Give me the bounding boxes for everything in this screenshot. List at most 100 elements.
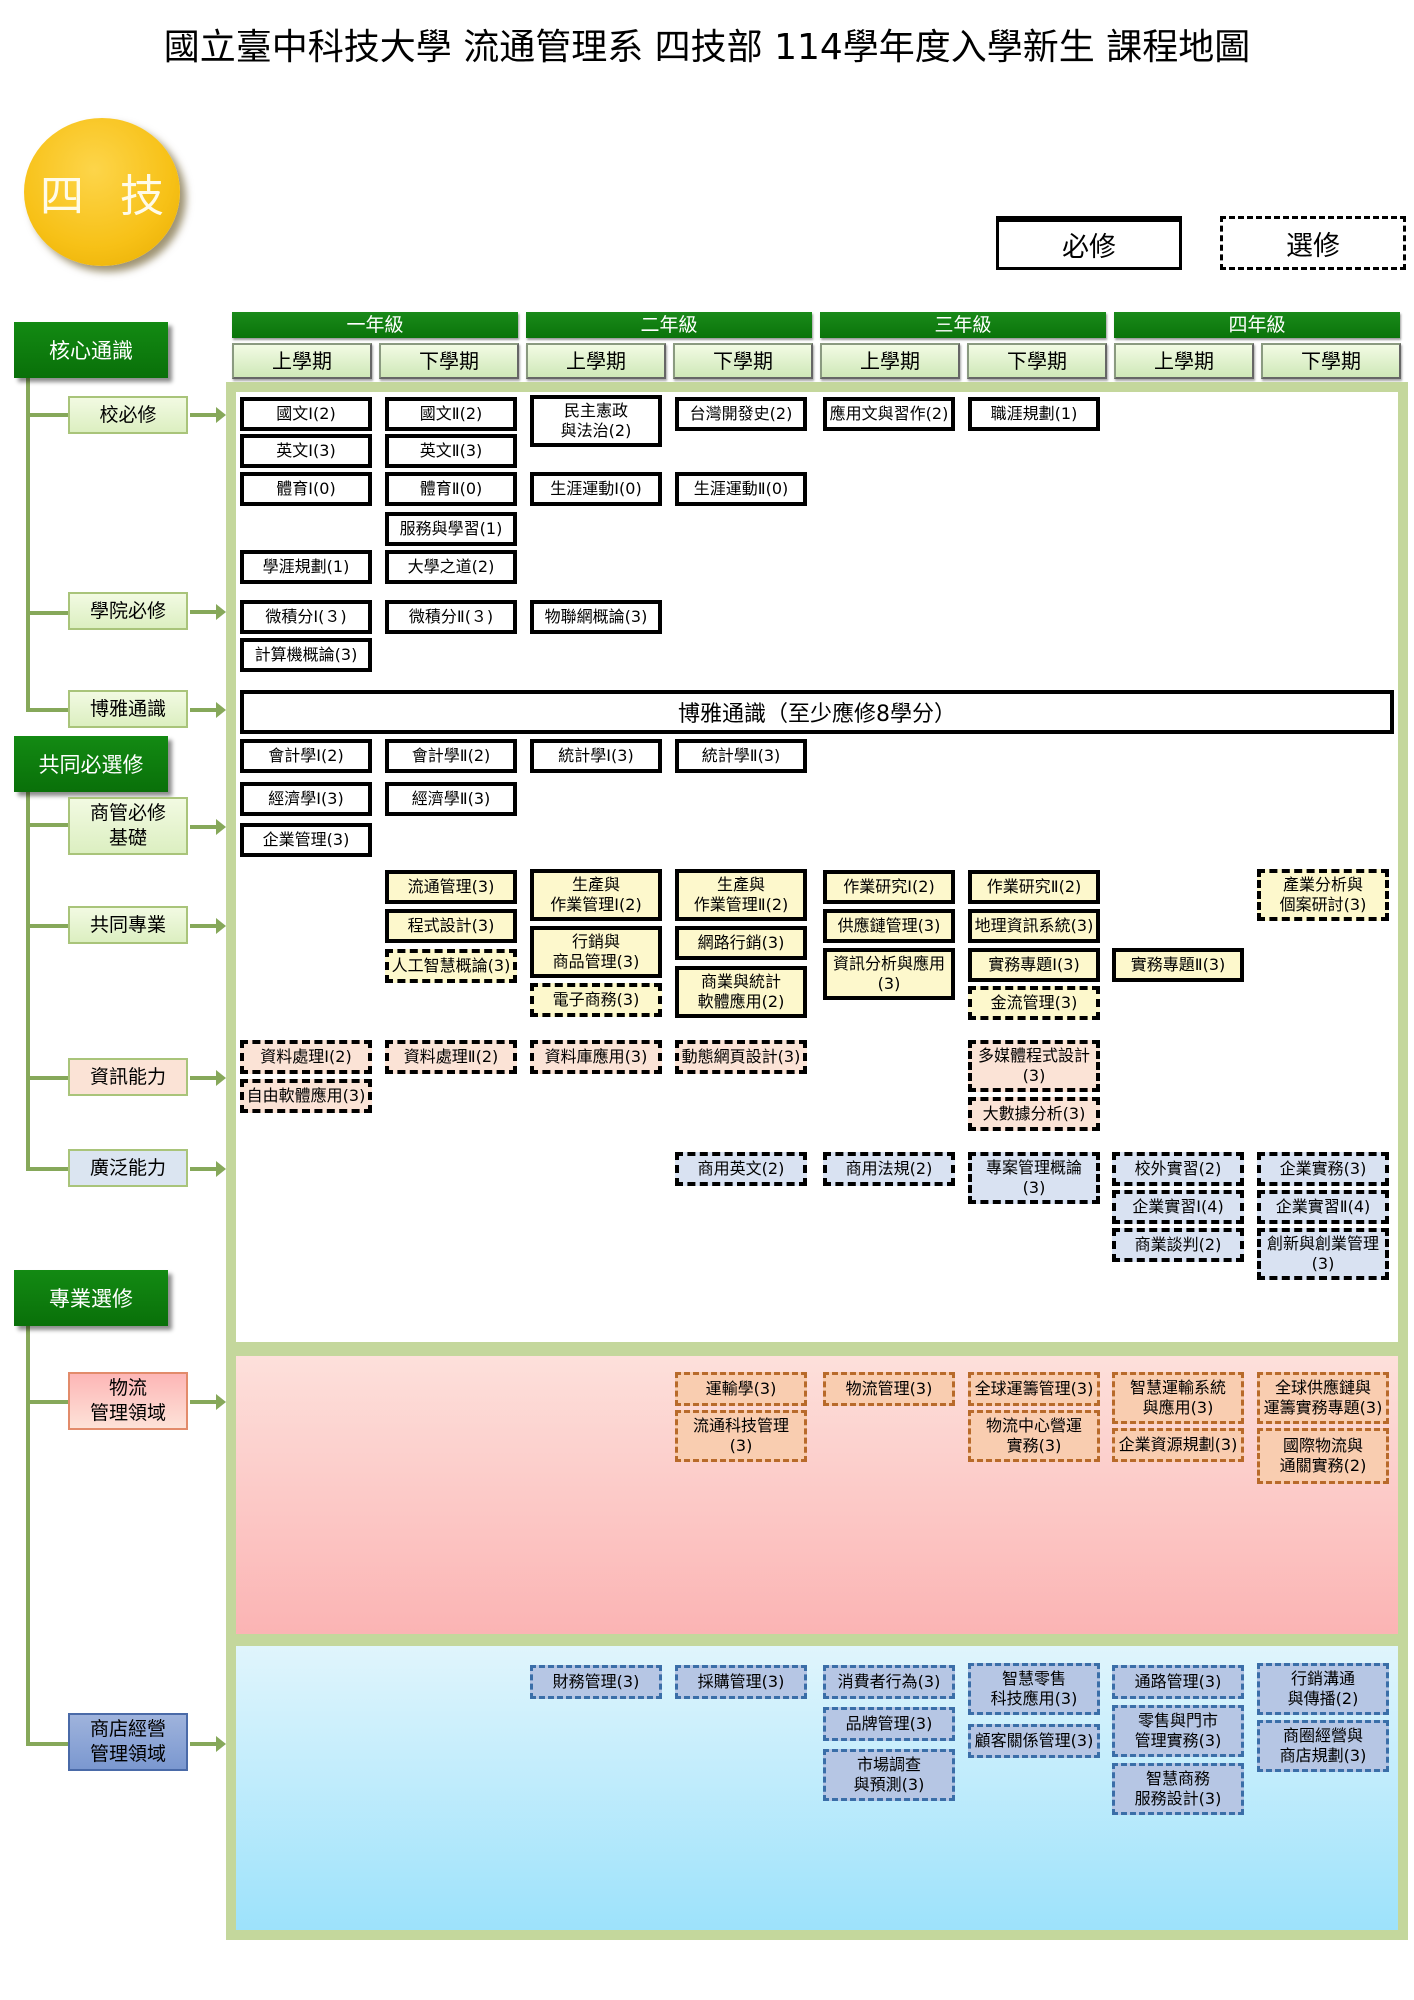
course-card-elective[interactable]: 財務管理(3) [530, 1665, 662, 1699]
course-card[interactable]: 大學之道(2) [385, 550, 517, 584]
course-card-elective[interactable]: 人工智慧概論(3) [385, 949, 517, 983]
arrow-right-icon [190, 407, 226, 423]
course-card-elective[interactable]: 採購管理(3) [675, 1665, 807, 1699]
course-card-elective[interactable]: 金流管理(3) [968, 986, 1100, 1020]
semester-header: 上學期 [232, 343, 372, 379]
course-card[interactable]: 行銷與 商品管理(3) [530, 926, 662, 978]
course-card[interactable]: 資訊分析與應用 (3) [823, 948, 955, 1000]
course-card[interactable]: 服務與學習(1) [385, 512, 517, 546]
subcategory-college-required: 學院必修 [68, 592, 188, 630]
course-card[interactable]: 會計學Ⅰ(2) [240, 739, 372, 773]
course-card[interactable]: 物聯網概論(3) [530, 600, 662, 634]
course-card[interactable]: 學涯規劃(1) [240, 550, 372, 584]
course-card[interactable]: 國文Ⅰ(2) [240, 397, 372, 431]
course-card[interactable]: 網路行銷(3) [675, 926, 807, 960]
course-card-elective[interactable]: 國際物流與 通關實務(2) [1257, 1428, 1389, 1484]
course-card[interactable]: 生產與 作業管理Ⅱ(2) [675, 869, 807, 921]
course-card[interactable]: 生涯運動Ⅰ(0) [530, 472, 662, 506]
course-card-elective[interactable]: 零售與門市 管理實務(3) [1112, 1705, 1244, 1757]
course-card[interactable]: 實務專題Ⅱ(3) [1112, 948, 1244, 982]
course-card-elective[interactable]: 物流管理(3) [823, 1372, 955, 1406]
course-card-elective[interactable]: 企業實習Ⅱ(4) [1257, 1190, 1389, 1224]
course-card-elective[interactable]: 全球運籌管理(3) [968, 1372, 1100, 1406]
course-card-elective[interactable]: 智慧運輸系統 與應用(3) [1112, 1372, 1244, 1424]
course-card[interactable]: 作業研究Ⅰ(2) [823, 870, 955, 904]
course-card[interactable]: 微積分Ⅱ(３) [385, 600, 517, 634]
course-card-elective[interactable]: 物流中心營運 實務(3) [968, 1410, 1100, 1462]
course-card-elective[interactable]: 動態網頁設計(3) [675, 1040, 807, 1074]
course-card-elective[interactable]: 全球供應鏈與 運籌實務專題(3) [1257, 1372, 1389, 1424]
subcategory-business-basic: 商管必修 基礎 [68, 797, 188, 855]
subcategory-liberal: 博雅通識 [68, 690, 188, 728]
arrow-right-icon [190, 1161, 226, 1177]
course-card[interactable]: 國文Ⅱ(2) [385, 397, 517, 431]
course-card-elective[interactable]: 專案管理概論 (3) [968, 1152, 1100, 1204]
legend-elective: 選修 [1220, 216, 1406, 270]
course-card[interactable]: 商業與統計 軟體應用(2) [675, 966, 807, 1018]
course-card-elective[interactable]: 顧客關係管理(3) [968, 1724, 1100, 1758]
course-card-elective[interactable]: 商業談判(2) [1112, 1228, 1244, 1262]
course-card-elective[interactable]: 商用法規(2) [823, 1152, 955, 1186]
category-professional: 專業選修 [14, 1270, 168, 1326]
rail-professional [26, 1324, 30, 1744]
course-card[interactable]: 程式設計(3) [385, 909, 517, 943]
course-card[interactable]: 英文Ⅰ(3) [240, 434, 372, 468]
course-card-elective[interactable]: 流通科技管理 (3) [675, 1410, 807, 1462]
course-card-elective[interactable]: 行銷溝通 與傳播(2) [1257, 1663, 1389, 1715]
course-card[interactable]: 經濟學Ⅱ(3) [385, 782, 517, 816]
course-card[interactable]: 應用文與習作(2) [823, 397, 955, 431]
course-card[interactable]: 英文Ⅱ(3) [385, 434, 517, 468]
course-card-elective[interactable]: 自由軟體應用(3) [240, 1079, 372, 1113]
course-card-elective[interactable]: 產業分析與 個案研討(3) [1257, 869, 1389, 921]
subcategory-school-required: 校必修 [68, 396, 188, 434]
course-card-elective[interactable]: 消費者行為(3) [823, 1665, 955, 1699]
arrow-right-icon [190, 918, 226, 934]
course-card-elective[interactable]: 電子商務(3) [530, 983, 662, 1017]
course-card[interactable]: 台灣開發史(2) [675, 397, 807, 431]
course-card[interactable]: 職涯規劃(1) [968, 397, 1100, 431]
course-card-elective[interactable]: 資料處理Ⅰ(2) [240, 1040, 372, 1074]
course-card-elective[interactable]: 企業資源規劃(3) [1112, 1428, 1244, 1462]
connector [26, 413, 70, 417]
course-card-elective[interactable]: 企業實習Ⅰ(4) [1112, 1190, 1244, 1224]
course-card-elective[interactable]: 品牌管理(3) [823, 1707, 955, 1741]
arrow-right-icon [190, 1070, 226, 1086]
course-card[interactable]: 供應鏈管理(3) [823, 909, 955, 943]
course-card-elective[interactable]: 大數據分析(3) [968, 1097, 1100, 1131]
semester-header: 下學期 [1261, 343, 1401, 379]
course-card[interactable]: 統計學Ⅰ(3) [530, 739, 662, 773]
course-card[interactable]: 民主憲政 與法治(2) [530, 395, 662, 447]
course-card[interactable]: 微積分Ⅰ(３) [240, 600, 372, 634]
course-card-elective[interactable]: 市場調查 與預測(3) [823, 1749, 955, 1801]
course-card[interactable]: 經濟學Ⅰ(3) [240, 782, 372, 816]
course-card-elective[interactable]: 通路管理(3) [1112, 1665, 1244, 1699]
course-card[interactable]: 流通管理(3) [385, 870, 517, 904]
liberal-arts-banner[interactable]: 博雅通識（至少應修8學分） [240, 690, 1394, 734]
course-card[interactable]: 計算機概論(3) [240, 638, 372, 672]
course-card-elective[interactable]: 商用英文(2) [675, 1152, 807, 1186]
course-card[interactable]: 地理資訊系統(3) [968, 909, 1100, 943]
course-card-elective[interactable]: 資料庫應用(3) [530, 1040, 662, 1074]
course-card-elective[interactable]: 校外實習(2) [1112, 1152, 1244, 1186]
course-card-elective[interactable]: 創新與創業管理 (3) [1257, 1228, 1389, 1280]
course-card[interactable]: 實務專題Ⅰ(3) [968, 948, 1100, 982]
course-card-elective[interactable]: 多媒體程式設計 (3) [968, 1040, 1100, 1092]
course-card[interactable]: 會計學Ⅱ(2) [385, 739, 517, 773]
category-common: 共同必選修 [14, 736, 168, 792]
course-card-elective[interactable]: 運輸學(3) [675, 1372, 807, 1406]
course-card[interactable]: 生產與 作業管理Ⅰ(2) [530, 869, 662, 921]
subcategory-shop: 商店經營 管理領域 [68, 1713, 188, 1771]
course-card[interactable]: 統計學Ⅱ(3) [675, 739, 807, 773]
course-card-elective[interactable]: 智慧商務 服務設計(3) [1112, 1763, 1244, 1815]
course-card[interactable]: 生涯運動Ⅱ(0) [675, 472, 807, 506]
course-card-elective[interactable]: 資料處理Ⅱ(2) [385, 1040, 517, 1074]
course-card[interactable]: 作業研究Ⅱ(2) [968, 870, 1100, 904]
course-card-elective[interactable]: 智慧零售 科技應用(3) [968, 1663, 1100, 1715]
course-card[interactable]: 企業管理(3) [240, 823, 372, 857]
course-card-elective[interactable]: 企業實務(3) [1257, 1152, 1389, 1186]
course-card[interactable]: 體育Ⅱ(0) [385, 472, 517, 506]
semester-header: 下學期 [967, 343, 1107, 379]
course-card-elective[interactable]: 商圈經營與 商店規劃(3) [1257, 1720, 1389, 1772]
year-header-1: 一年級 [232, 312, 518, 338]
course-card[interactable]: 體育Ⅰ(0) [240, 472, 372, 506]
